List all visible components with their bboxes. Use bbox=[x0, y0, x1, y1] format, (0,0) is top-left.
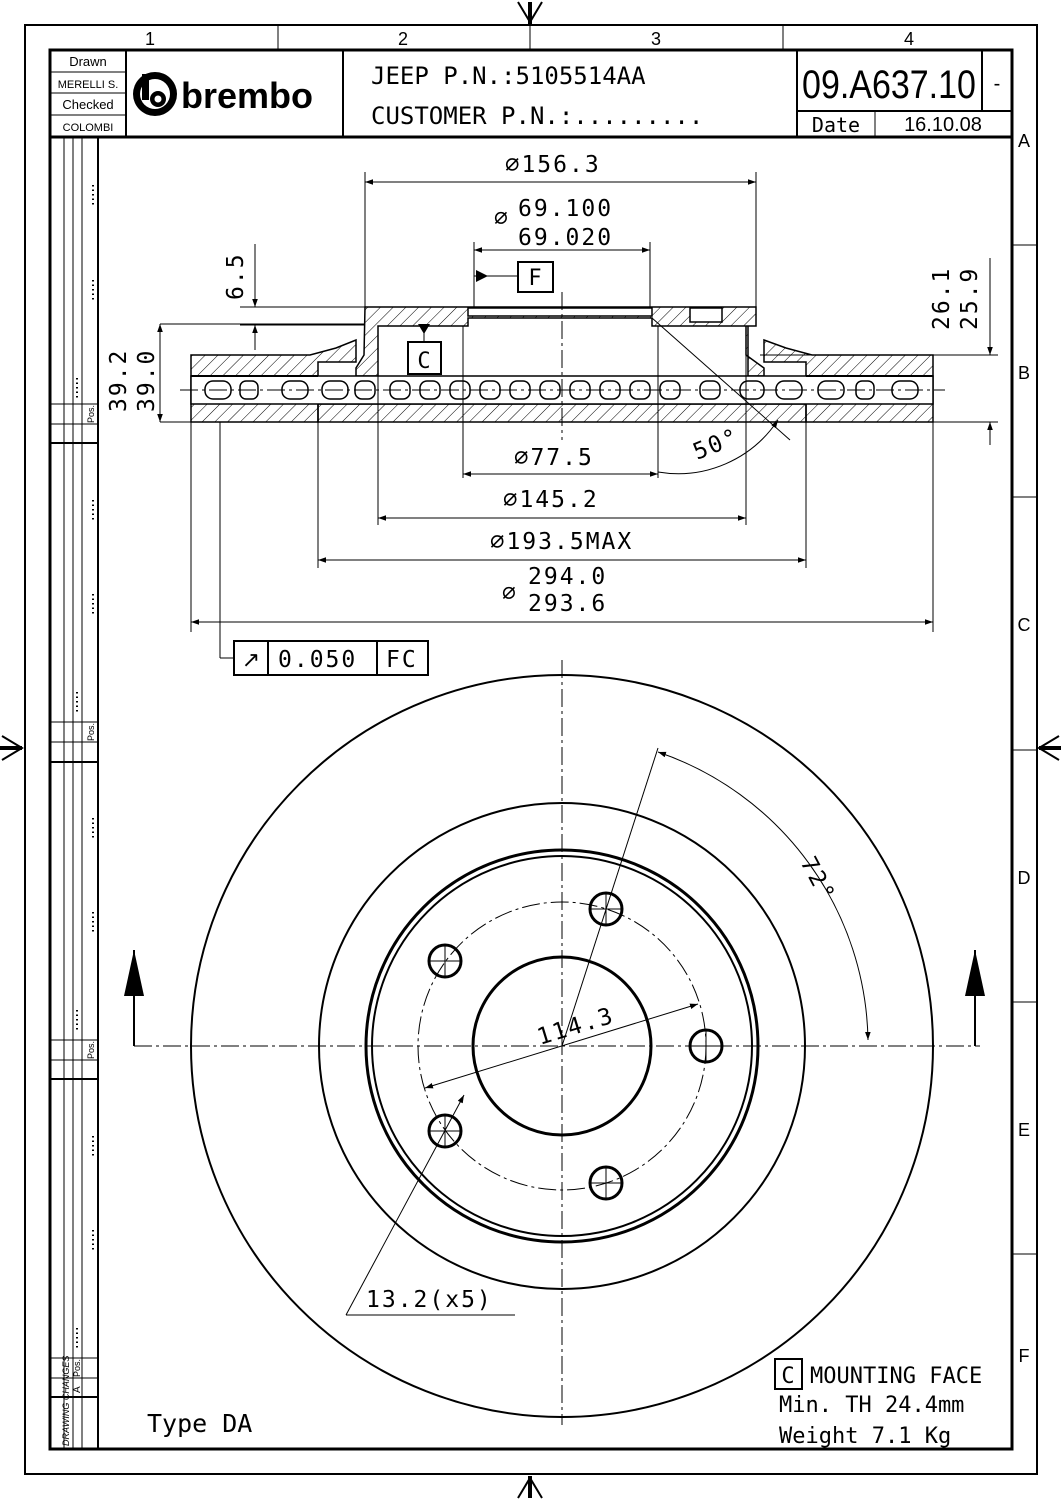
checked-label: Checked bbox=[62, 97, 113, 112]
grid-row-b: B bbox=[1018, 363, 1030, 383]
runout-datums: FC bbox=[386, 647, 418, 673]
dim-h26-1: 26.1 bbox=[929, 267, 955, 330]
dim-d69-lower: 69.020 bbox=[518, 225, 613, 251]
dimension-lines bbox=[157, 179, 998, 676]
pos-label-1: Pos. bbox=[86, 405, 96, 423]
grid-row-a: A bbox=[1018, 131, 1030, 151]
brembo-logo: brembo bbox=[133, 72, 313, 116]
dim-h6-5: 6.5 bbox=[223, 252, 249, 300]
grid-row-d: D bbox=[1018, 868, 1031, 888]
drawing-number: 09.A637.10 bbox=[802, 61, 976, 106]
grid-row-c: C bbox=[1018, 615, 1031, 635]
dim-h39-2: 39.2 bbox=[106, 349, 132, 412]
dim-d293-lower: 293.6 bbox=[528, 591, 607, 617]
section-view bbox=[180, 172, 945, 632]
brand-wordmark: brembo bbox=[181, 75, 313, 116]
grid-col-2: 2 bbox=[398, 29, 408, 49]
grid-row-e: E bbox=[1018, 1120, 1030, 1140]
min-thickness-note: Min. TH 24.4mm bbox=[779, 1393, 964, 1418]
pcd-dimension: 114.3 bbox=[534, 1003, 617, 1051]
mounting-face-box bbox=[774, 1358, 803, 1390]
grid-col-4: 4 bbox=[904, 29, 914, 49]
dim-d145: ⌀145.2 bbox=[503, 485, 599, 513]
runout-symbol: ↗ bbox=[242, 647, 260, 672]
a-label: A bbox=[72, 1386, 83, 1393]
front-view bbox=[124, 660, 985, 1425]
dim-h25-9: 25.9 bbox=[957, 267, 983, 330]
drawn-by: MERELLI S. bbox=[58, 79, 119, 91]
revision-strip bbox=[50, 137, 99, 1449]
type-note: Type DA bbox=[147, 1409, 252, 1438]
dim-d294-upper: 294.0 bbox=[528, 564, 607, 590]
datum-f: F bbox=[528, 266, 541, 291]
drawing-changes-label: DRAWING CHANGES bbox=[61, 1356, 71, 1446]
grid-col-1: 1 bbox=[145, 29, 155, 49]
datum-c: C bbox=[417, 349, 430, 374]
jeep-part-number: JEEP P.N.:5105514AA bbox=[371, 62, 646, 90]
diameter-symbol-294: ⌀ bbox=[502, 580, 518, 606]
hole-callout: 13.2(x5) bbox=[366, 1287, 493, 1313]
dim-d156: ⌀156.3 bbox=[505, 150, 601, 178]
dim-h39-0: 39.0 bbox=[134, 349, 160, 412]
date-label: Date bbox=[812, 113, 860, 137]
diameter-symbol-69: ⌀ bbox=[494, 205, 510, 231]
runout-value: 0.050 bbox=[278, 647, 357, 673]
title-block bbox=[50, 50, 1012, 139]
mounting-face-letter: C bbox=[781, 1364, 794, 1389]
pos-label-2: Pos. bbox=[86, 723, 96, 741]
pos-label-4: Pos. bbox=[72, 1359, 82, 1377]
weight-note: Weight 7.1 Kg bbox=[779, 1424, 951, 1449]
date-value: 16.10.08 bbox=[904, 114, 982, 136]
grid-row-f: F bbox=[1019, 1346, 1030, 1366]
mounting-face-text: MOUNTING FACE bbox=[810, 1364, 982, 1389]
grid-col-3: 3 bbox=[651, 29, 661, 49]
pos-label-3: Pos. bbox=[86, 1041, 96, 1059]
dim-d77: ⌀77.5 bbox=[514, 443, 594, 471]
checked-by: COLOMBI bbox=[63, 122, 114, 134]
dim-d193: ⌀193.5MAX bbox=[490, 527, 633, 555]
dim-d69-upper: 69.100 bbox=[518, 196, 613, 222]
revision: - bbox=[994, 73, 1001, 95]
drawn-label: Drawn bbox=[69, 54, 107, 69]
angle-72: 72° bbox=[795, 853, 840, 907]
customer-part-number: CUSTOMER P.N.:......... bbox=[371, 102, 703, 130]
